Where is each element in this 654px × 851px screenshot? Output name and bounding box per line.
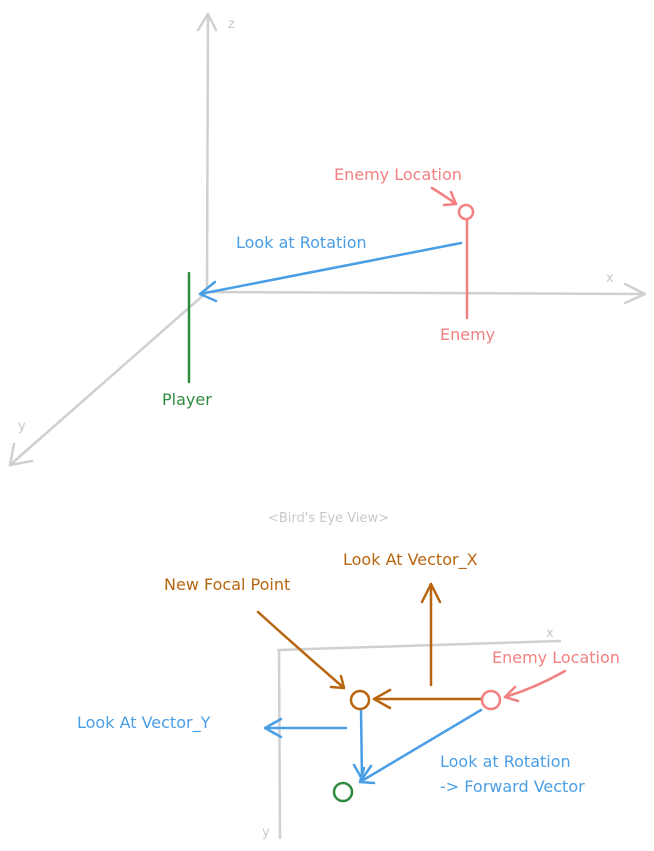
look-at-rotation-arrow	[198, 241, 463, 303]
bottom-enemy-location-label: Enemy Location	[492, 648, 620, 667]
bottom-y-axis-label: y	[262, 825, 270, 840]
look-at-vector-x-arrow	[420, 582, 442, 687]
player-label: Player	[162, 390, 212, 409]
bottom-x-axis-label: x	[546, 626, 554, 641]
bottom-player-point	[332, 781, 354, 803]
top-3d-view: z x y Player Enemy Enemy Location Look a…	[8, 12, 647, 467]
y-axis	[8, 290, 209, 467]
forward-vector-label-line1: Look at Rotation	[440, 752, 571, 771]
new-focal-point-arrow	[256, 610, 346, 690]
z-axis-label: z	[228, 17, 235, 32]
y-axis-label: y	[18, 419, 26, 434]
forward-vector-arrow	[358, 708, 483, 785]
bottom-enemy-location-arrow	[503, 669, 567, 703]
enemy-to-focal-arrow	[372, 688, 484, 710]
look-at-vector-y-arrow	[263, 717, 348, 739]
bottom-x-axis	[276, 639, 562, 652]
bottom-y-axis	[277, 648, 282, 840]
look-at-rotation-label: Look at Rotation	[236, 233, 367, 252]
enemy-location-arrow	[430, 186, 458, 207]
bottom-enemy-location-point	[480, 689, 502, 711]
enemy-location-point	[457, 203, 475, 221]
z-axis	[196, 12, 218, 290]
look-at-vector-y-label: Look At Vector_Y	[77, 713, 211, 733]
new-focal-point	[349, 689, 371, 711]
enemy-label: Enemy	[440, 325, 495, 344]
forward-vector-label-line2: -> Forward Vector	[440, 777, 585, 796]
x-axis	[205, 282, 647, 305]
birds-eye-caption: <Bird's Eye View>	[268, 511, 389, 526]
enemy-location-label: Enemy Location	[334, 165, 462, 184]
birds-eye-view: <Bird's Eye View> x y Look At Vector_X N…	[77, 511, 620, 840]
new-focal-point-label: New Focal Point	[164, 575, 290, 594]
x-axis-label: x	[606, 271, 614, 286]
look-at-vector-x-label: Look At Vector_X	[343, 550, 478, 570]
